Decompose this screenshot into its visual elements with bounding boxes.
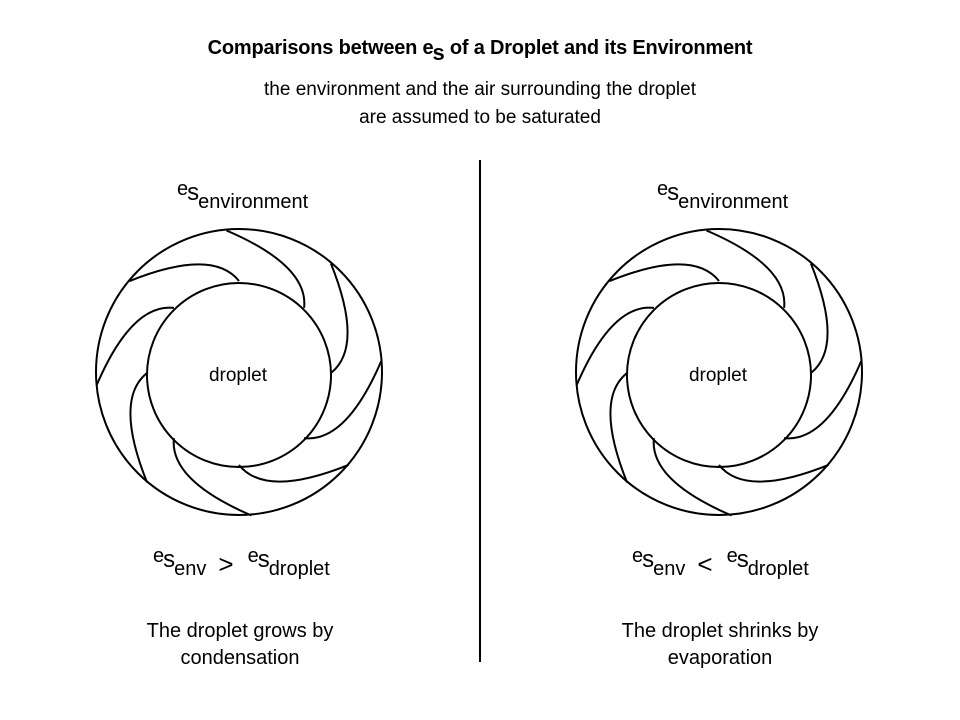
left-droplet-diagram bbox=[95, 228, 383, 517]
right-vane-3 bbox=[809, 263, 829, 374]
right-vane-5 bbox=[718, 463, 829, 483]
right-vane-2 bbox=[706, 229, 786, 309]
left-vane-6 bbox=[172, 437, 252, 517]
left-vane-3 bbox=[329, 263, 349, 374]
right-vane-4 bbox=[783, 360, 863, 440]
left-vane-5 bbox=[238, 463, 349, 483]
right-droplet-label: droplet bbox=[689, 365, 748, 386]
left-vane-7 bbox=[129, 372, 149, 483]
left-droplet-label: droplet bbox=[209, 365, 268, 386]
right-conclusion: The droplet shrinks by evaporation bbox=[621, 620, 819, 669]
right-vane-6 bbox=[652, 437, 732, 517]
left-vane-4 bbox=[303, 360, 383, 440]
left-vane-2 bbox=[226, 229, 306, 309]
left-environment-circle bbox=[95, 228, 383, 516]
subtitle-line-2: are assumed to be saturated bbox=[359, 107, 601, 128]
left-comparison: esenv>esdroplet bbox=[153, 545, 330, 580]
right-es-environment-label: esenvironment bbox=[657, 178, 789, 213]
right-droplet-circle bbox=[626, 282, 812, 468]
right-vane-1 bbox=[609, 263, 720, 283]
right-environment-circle bbox=[575, 228, 863, 516]
left-conclusion: The droplet grows by condensation bbox=[146, 620, 334, 669]
diagram-title: Comparisons between es of a Droplet and … bbox=[207, 37, 753, 65]
left-vane-1 bbox=[129, 263, 240, 283]
right-comparison: esenv<esdroplet bbox=[632, 545, 809, 580]
left-vane-8 bbox=[95, 306, 175, 386]
right-vane-7 bbox=[609, 372, 629, 483]
left-es-environment-label: esenvironment bbox=[177, 178, 309, 213]
left-droplet-circle bbox=[146, 282, 332, 468]
panel-divider bbox=[479, 160, 481, 662]
subtitle-line-1: the environment and the air surrounding … bbox=[264, 79, 696, 100]
right-vane-8 bbox=[575, 306, 655, 386]
right-droplet-diagram bbox=[575, 228, 863, 517]
